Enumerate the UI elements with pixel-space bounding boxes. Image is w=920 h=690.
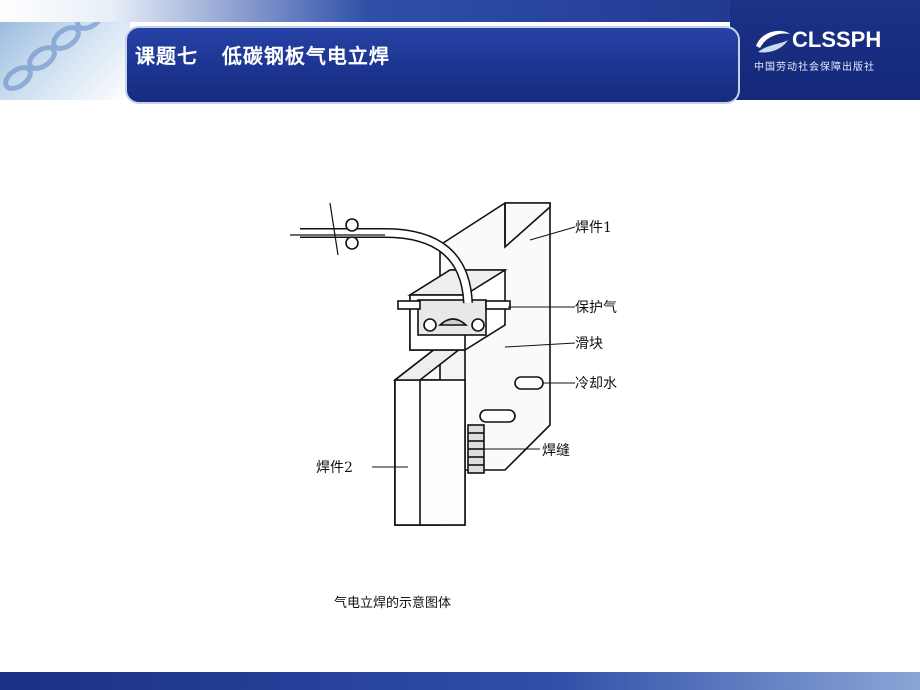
label-shield-gas: 保护气 [575,300,617,316]
welding-diagram: 焊件1 保护气 滑块 冷却水 焊缝 焊件2 [290,185,635,530]
figure-caption: 气电立焊的示意图体 [334,596,452,611]
label-slider: 滑块 [575,336,603,352]
label-workpiece-1: 焊件1 [575,220,612,236]
slide-title: 课题七 低碳钢板气电立焊 [135,44,390,68]
label-workpiece-2: 焊件2 [316,460,353,476]
chain-decoration-icon [3,5,105,91]
label-cooling-water: 冷却水 [575,376,617,392]
footer-band [0,672,920,690]
logo-subtitle: 中国劳动社会保障出版社 [754,62,875,73]
logo-name: CLSSPH [792,27,882,52]
publisher-logo: CLSSPH 中国劳动社会保障出版社 [752,24,912,76]
header-band [0,0,920,22]
swoosh-logo-icon [756,30,790,53]
label-weld-seam: 焊缝 [542,443,570,459]
welding-diagram-drawing [290,202,576,526]
title-bar [125,26,740,104]
